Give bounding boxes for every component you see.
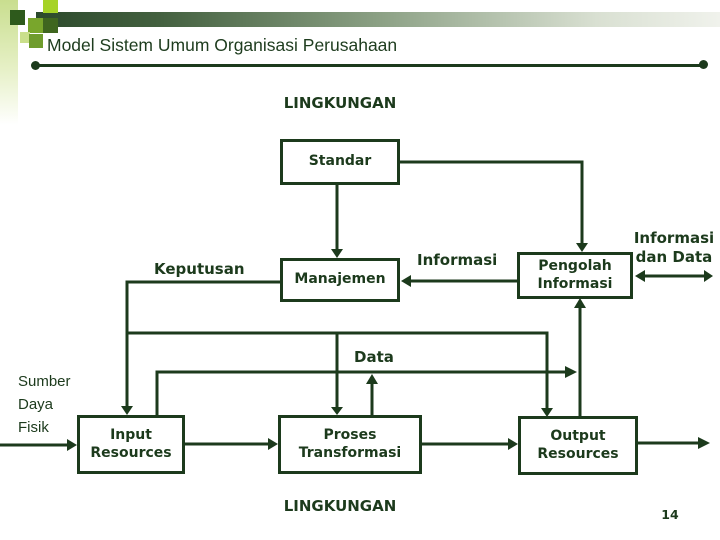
label-informasi: Informasi [417, 251, 498, 269]
left-gradient-strip [0, 0, 18, 125]
label-lingkungan-top: LINGKUNGAN [283, 94, 397, 112]
arrow-manajemen-to-input [121, 280, 280, 415]
label-sumber-line1: Sumber [18, 373, 71, 390]
label-sumber-line2: Daya [18, 396, 54, 413]
box-output-line2: Resources [537, 445, 619, 462]
box-proses-line1: Proses [323, 427, 377, 444]
arrow-keputusan-to-proses [331, 333, 343, 415]
top-gradient-bar [36, 12, 720, 27]
arrow-env-to-input [0, 439, 77, 451]
label-informasi-dan-data-line1: Informasi [633, 229, 715, 247]
decor-square [20, 32, 30, 43]
box-standar: Standar [280, 139, 400, 185]
box-proses-transformasi: Proses Transformasi [278, 415, 422, 474]
box-input-line2: Resources [90, 444, 172, 461]
box-input-resources: Input Resources [77, 415, 185, 474]
label-informasi-dan-data-line2: dan Data [635, 248, 713, 266]
arrow-keputusan-to-output [127, 331, 553, 417]
label-lingkungan-bottom: LINGKUNGAN [283, 497, 397, 515]
underline-dot-right [699, 60, 708, 69]
box-pengolah-informasi: Pengolah Informasi [517, 252, 633, 299]
box-pengolah-line2: Informasi [537, 275, 613, 292]
label-keputusan: Keputusan [154, 260, 245, 278]
double-arrow-informasi-dan-data [635, 270, 713, 282]
box-proses-line2: Transformasi [298, 444, 402, 461]
decor-square [10, 10, 25, 25]
box-output-resources: Output Resources [518, 416, 638, 475]
decor-square [29, 34, 43, 48]
box-manajemen-label: Manajemen [294, 271, 386, 288]
arrow-output-to-pengolah [574, 298, 586, 416]
box-pengolah-line1: Pengolah [538, 258, 612, 275]
label-sumber-line3: Fisik [18, 419, 49, 436]
title-underline [36, 64, 704, 67]
decor-square [43, 18, 58, 33]
decor-square [43, 0, 58, 13]
page-number: 14 [661, 507, 679, 522]
box-standar-label: Standar [308, 153, 372, 170]
box-input-line1: Input [110, 427, 152, 444]
slide-title: Model Sistem Umum Organisasi Perusahaan [47, 35, 398, 55]
data-line-from-proses [366, 374, 378, 415]
decor-square [28, 18, 43, 33]
arrow-output-to-env [638, 437, 710, 449]
arrow-input-to-proses [185, 438, 278, 450]
box-manajemen: Manajemen [280, 258, 400, 302]
arrow-standar-to-pengolah [400, 160, 588, 252]
label-data: Data [354, 348, 394, 366]
underline-dot-left [31, 61, 40, 70]
arrow-standar-to-manajemen [331, 185, 343, 258]
label-informasi-dan-data: Informasi dan Data [633, 229, 715, 267]
arrow-proses-to-output [422, 438, 518, 450]
box-output-line1: Output [550, 428, 606, 445]
data-line-from-input [155, 366, 577, 415]
label-sumber-daya-fisik: Sumber Daya Fisik [18, 370, 71, 439]
arrow-pengolah-to-manajemen [401, 275, 517, 287]
